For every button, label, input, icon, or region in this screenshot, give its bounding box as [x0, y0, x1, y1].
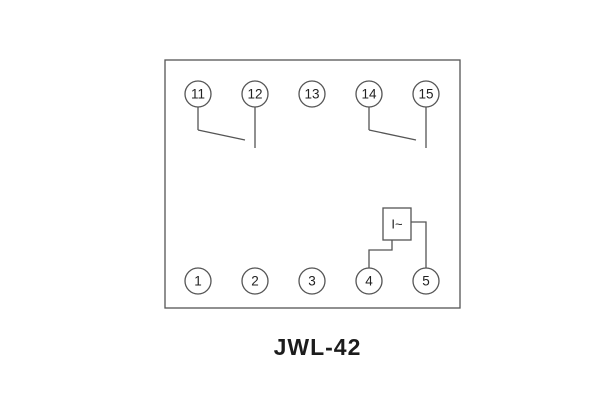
terminal-circle-15 — [412, 80, 440, 108]
terminal-circle-14 — [355, 80, 383, 108]
terminal-circle-3 — [298, 267, 326, 295]
coil-lead-terminal-5 — [411, 221, 427, 268]
terminal-circle-2 — [241, 267, 269, 295]
terminal-circle-12 — [241, 80, 269, 108]
bottom-terminal-label-2: 2 — [251, 274, 259, 289]
coil-lead-terminal-4 — [368, 240, 393, 268]
bottom-terminal-label-4: 4 — [365, 274, 373, 289]
terminal-circle-13 — [298, 80, 326, 108]
current-coil-label: I~ — [391, 216, 403, 231]
terminal-circle-5 — [412, 267, 440, 295]
bottom-terminal-label-1: 1 — [194, 274, 202, 289]
diagram-caption: JWL-42 — [273, 334, 362, 360]
terminal-circle-1 — [184, 267, 212, 295]
contact-blade-2 — [368, 129, 417, 141]
terminal-circle-11 — [184, 80, 212, 108]
bottom-terminal-label-5: 5 — [422, 274, 430, 289]
relay-case-outline — [164, 59, 461, 309]
top-terminal-label-15: 15 — [418, 87, 433, 102]
terminal-circle-4 — [355, 267, 383, 295]
top-terminal-label-14: 14 — [361, 87, 377, 102]
contact-blade-1 — [197, 129, 246, 141]
top-terminal-label-13: 13 — [304, 87, 319, 102]
top-terminal-label-12: 12 — [247, 87, 262, 102]
top-terminal-label-11: 11 — [191, 87, 205, 102]
current-coil-box — [382, 207, 412, 241]
bottom-terminal-label-3: 3 — [308, 274, 316, 289]
